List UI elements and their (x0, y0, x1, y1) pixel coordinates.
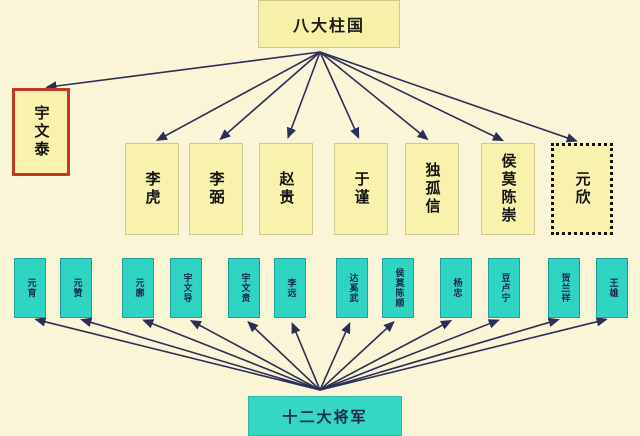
node-pillar-label: 独孤信 (423, 162, 442, 216)
node-bottom-root[interactable]: 十二大将军 (248, 396, 402, 436)
node-general-6[interactable]: 达奚武 (336, 258, 368, 318)
node-pillar-6[interactable]: 侯莫陈崇 (481, 143, 535, 235)
node-bottom-root-label: 十二大将军 (282, 407, 368, 426)
node-pillar-label: 赵贵 (277, 171, 296, 207)
node-general-label: 侯莫陈顺 (393, 268, 404, 308)
node-general-7[interactable]: 侯莫陈顺 (382, 258, 414, 318)
node-general-10[interactable]: 贺兰祥 (548, 258, 580, 318)
bottom-arrows (34, 317, 608, 391)
node-top-root-label: 八大柱国 (292, 16, 365, 35)
node-general-8[interactable]: 杨忠 (440, 258, 472, 318)
node-pillar-3[interactable]: 赵贵 (259, 143, 313, 235)
node-general-label: 元廓 (133, 278, 144, 298)
node-pillar-4[interactable]: 于谨 (334, 143, 388, 235)
node-general-1[interactable]: 元赞 (60, 258, 92, 318)
node-pillar-label: 元欣 (573, 171, 592, 207)
node-general-label: 豆卢宁 (499, 273, 510, 303)
node-general-label: 贺兰祥 (559, 273, 570, 303)
node-general-0[interactable]: 元育 (14, 258, 46, 318)
node-pillar-0[interactable]: 宇文泰 (12, 88, 70, 176)
node-general-11[interactable]: 王雄 (596, 258, 628, 318)
node-general-label: 元赞 (71, 278, 82, 298)
node-general-9[interactable]: 豆卢宁 (488, 258, 520, 318)
node-general-4[interactable]: 宇文贵 (228, 258, 260, 318)
node-general-label: 宇文贵 (239, 273, 250, 303)
node-general-label: 元育 (25, 278, 36, 298)
node-general-2[interactable]: 元廓 (122, 258, 154, 318)
node-top-root[interactable]: 八大柱国 (258, 0, 400, 48)
node-general-5[interactable]: 李远 (274, 258, 306, 318)
node-pillar-1[interactable]: 李虎 (125, 143, 179, 235)
top-arrows (45, 51, 578, 143)
node-pillar-label: 侯莫陈崇 (499, 153, 518, 225)
node-pillar-7[interactable]: 元欣 (551, 143, 613, 235)
node-general-label: 达奚武 (347, 273, 358, 303)
node-general-label: 杨忠 (451, 278, 462, 298)
node-general-3[interactable]: 宇文导 (170, 258, 202, 318)
node-pillar-label: 李虎 (143, 171, 162, 207)
node-general-label: 王雄 (607, 278, 618, 298)
node-pillar-5[interactable]: 独孤信 (405, 143, 459, 235)
node-pillar-label: 李弼 (207, 171, 226, 207)
node-general-label: 李远 (285, 278, 296, 298)
node-pillar-label: 宇文泰 (32, 105, 51, 159)
node-pillar-2[interactable]: 李弼 (189, 143, 243, 235)
node-general-label: 宇文导 (181, 273, 192, 303)
node-pillar-label: 于谨 (352, 171, 371, 207)
